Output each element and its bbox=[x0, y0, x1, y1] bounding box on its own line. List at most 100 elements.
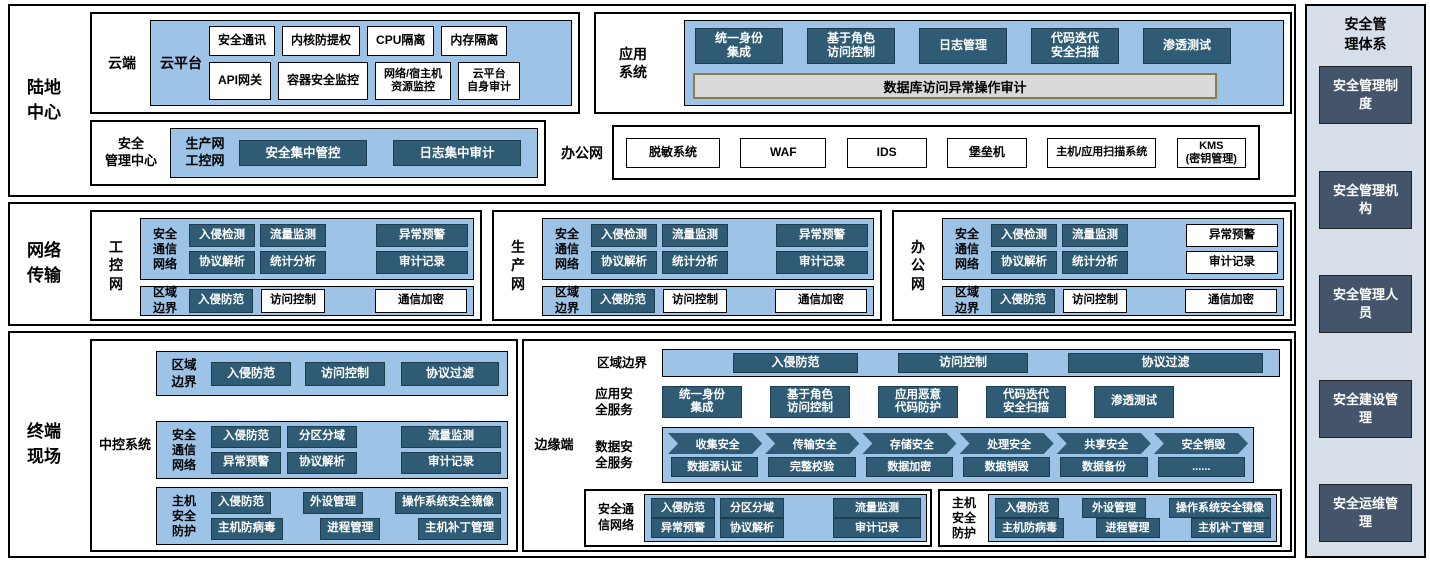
boundary-capability-pill: 入侵防范 bbox=[591, 289, 655, 313]
comm-capability-pill: 协议解析 bbox=[189, 251, 255, 274]
boundary-capability-pill: 入侵防范 bbox=[189, 289, 253, 313]
data-capability-pill: 数据销毁 bbox=[962, 457, 1051, 477]
app-security-pill: 渗透测试 bbox=[1094, 386, 1174, 418]
comm-capability-grid: 入侵防范分区分域流量监测 异常预警协议解析审计记录 bbox=[651, 498, 921, 538]
platform-capability-box: API网关 bbox=[209, 62, 272, 100]
sidebar-item-list: 安全管理制度安全管理机构安全管理人员安全建设管理安全运维管理 bbox=[1319, 66, 1412, 542]
app-security-pill: 基于角色 访问控制 bbox=[770, 386, 850, 418]
boundary-row: 入侵防范访问控制通信加密 bbox=[991, 289, 1277, 313]
app-security-pill: 统一身份 集成 bbox=[695, 28, 783, 64]
data-flow-step: 共享安全 bbox=[1057, 433, 1151, 454]
platform-capability-box: 云平台 自身审计 bbox=[458, 62, 521, 100]
comm-capability-pill: 异常预警 bbox=[776, 224, 868, 247]
host-capability-pill: 外设管理 bbox=[303, 492, 363, 514]
host-capability-pill: 外设管理 bbox=[1082, 498, 1146, 518]
data-capability-row: 数据源认证完整校验数据加密数据销毁数据备份...... bbox=[671, 457, 1245, 477]
app-security-pill: 渗透测试 bbox=[1143, 28, 1231, 64]
comm-capability-pill: 入侵检测 bbox=[591, 224, 657, 247]
comm-capability-pill: 异常预警 bbox=[651, 518, 715, 538]
boundary-capability-pill: 访问控制 bbox=[898, 353, 1028, 373]
app-security-service-label: 应用安 全服务 bbox=[595, 386, 633, 417]
comm-capability-grid: 入侵防范分区分域流量监测 异常预警协议解析审计记录 bbox=[211, 426, 501, 474]
data-flow-step: 传输安全 bbox=[765, 433, 859, 454]
central-host-protection-panel: 主机 安全 防护 入侵防范 外设管理 操作系统安全镜像 主机防病毒进程管理主机补丁管… bbox=[156, 487, 508, 545]
boundary-capability-pill: 通信加密 bbox=[375, 289, 467, 313]
security-mgmt-center-label: 安全 管理中心 bbox=[104, 136, 157, 168]
comm-capability-pill: 异常预警 bbox=[1186, 224, 1278, 247]
mgmt-system-item: 安全建设管理 bbox=[1319, 379, 1412, 438]
platform-capability-box: 内存隔离 bbox=[441, 26, 508, 56]
data-flow-step: 安全销毁 bbox=[1154, 433, 1248, 454]
host-protection-label: 主机 安全 防护 bbox=[171, 493, 196, 538]
office-system-box: 主机/应用扫描系统 bbox=[1047, 137, 1157, 168]
network-section-production: 生 产 网 安全 通信 网络 入侵检测流量监测异常预警 协议解析统计分析审计记录… bbox=[492, 210, 882, 321]
host-row-2: 主机防病毒进程管理主机补丁管理 bbox=[211, 518, 501, 540]
application-system-box: 应用 系统 统一身份 集成基于角色 访问控制日志管理代码迭代 安全扫描渗透测试 … bbox=[594, 12, 1292, 114]
comm-capability-pill: 异常预警 bbox=[211, 452, 281, 474]
comm-row-2: 异常预警协议解析审计记录 bbox=[211, 452, 501, 474]
prod-industrial-net-panel: 生产网 工控网 安全集中管控日志集中审计 bbox=[170, 128, 538, 178]
edge-zone-boundary-panel: 入侵防范访问控制协议过滤 bbox=[662, 349, 1280, 377]
comm-row-1: 入侵检测流量监测异常预警 bbox=[189, 224, 468, 247]
comm-capability-pill: 统计分析 bbox=[1062, 251, 1128, 274]
comm-row-1: 入侵检测流量监测异常预警 bbox=[591, 224, 868, 247]
secure-comm-network-label: 安全 通信 网络 bbox=[171, 427, 196, 472]
office-system-box: WAF bbox=[740, 137, 827, 168]
boundary-capability-pill: 协议过滤 bbox=[401, 361, 499, 386]
edge-comm-network-box: 安全通 信网络 入侵防范分区分域流量监测 异常预警协议解析审计记录 bbox=[584, 489, 932, 547]
comm-capability-pill: 审计记录 bbox=[401, 452, 501, 474]
zone-boundary-label: 区域 边界 bbox=[954, 285, 979, 315]
platform-capability-box: 内核防提权 bbox=[282, 26, 361, 56]
prod-net-buttons: 安全集中管控日志集中审计 bbox=[239, 129, 531, 177]
comm-capability-pill: 协议解析 bbox=[720, 518, 784, 538]
host-capability-pill: 入侵防范 bbox=[211, 492, 271, 514]
data-security-service-panel: 收集安全传输安全存储安全处理安全共享安全安全销毁 数据源认证完整校验数据加密数据… bbox=[662, 427, 1254, 483]
boundary-row: 入侵防范访问控制 通信加密 bbox=[189, 289, 467, 313]
app-security-pill: 统一身份 集成 bbox=[662, 386, 742, 418]
secure-comm-network-label: 安全 通信 网络 bbox=[152, 226, 177, 271]
comm-capability-pill: 入侵检测 bbox=[189, 224, 255, 247]
application-system-panel: 统一身份 集成基于角色 访问控制日志管理代码迭代 安全扫描渗透测试 数据库访问异… bbox=[684, 20, 1284, 106]
host-protection-label: 主机 安全 防护 bbox=[951, 495, 976, 540]
comm-capability-pill: 审计记录 bbox=[776, 251, 868, 274]
host-capability-pill: 进程管理 bbox=[320, 518, 381, 540]
network-section-label: 工 控 网 bbox=[109, 239, 123, 292]
platform-capability-row-2: API网关容器安全监控网络/宿主机 资源监控云平台 自身审计 bbox=[209, 62, 566, 100]
boundary-capability-pill: 访问控制 bbox=[261, 289, 325, 313]
network-section-label: 生 产 网 bbox=[511, 239, 525, 292]
app-security-pill: 代码迭代 安全扫描 bbox=[1031, 28, 1119, 64]
zone-boundary-label: 区域边界 bbox=[596, 355, 647, 370]
boundary-capability-pill: 入侵防范 bbox=[991, 289, 1055, 313]
band-label-terminal: 终端 现场 bbox=[27, 421, 61, 466]
data-flow-step: 收集安全 bbox=[668, 433, 762, 454]
comm-capability-pill: 协议解析 bbox=[591, 251, 657, 274]
secure-comm-network-label: 安全通 信网络 bbox=[597, 502, 634, 532]
edge-label: 边缘端 bbox=[534, 437, 574, 453]
data-flow-step: 存储安全 bbox=[862, 433, 956, 454]
data-capability-pill: ...... bbox=[1157, 457, 1245, 477]
mgmt-system-item: 安全管理机构 bbox=[1319, 170, 1412, 229]
zone-boundary-label: 区域 边界 bbox=[152, 285, 177, 315]
host-capability-pill: 进程管理 bbox=[1095, 518, 1160, 538]
comm-row-1: 入侵防范分区分域流量监测 bbox=[211, 426, 501, 448]
band-terminal-site: 终端 现场 中控系统 区域 边界 入侵防范访问控制协议过滤 安全 通信 网络 入… bbox=[8, 331, 1296, 558]
comm-capability-grid: 入侵检测流量监测异常预警 协议解析统计分析审计记录 bbox=[189, 224, 468, 274]
band-label-land-center: 陆地 中心 bbox=[27, 77, 61, 122]
boundary-row: 入侵防范访问控制协议过滤 bbox=[733, 352, 1263, 374]
comm-capability-pill: 协议解析 bbox=[991, 251, 1057, 274]
comm-capability-pill: 入侵检测 bbox=[991, 224, 1057, 247]
sidebar-title: 安全管 理体系 bbox=[1344, 16, 1387, 53]
network-section-label: 办 公 网 bbox=[911, 239, 925, 292]
smc-capability-pill: 日志集中审计 bbox=[393, 140, 521, 166]
host-capability-pill: 操作系统安全镜像 bbox=[395, 492, 501, 514]
security-mgmt-system-sidebar: 安全管 理体系 安全管理制度安全管理机构安全管理人员安全建设管理安全运维管理 bbox=[1305, 4, 1426, 558]
boundary-capability-pill: 访问控制 bbox=[663, 289, 727, 313]
app-security-pill: 代码迭代 安全扫描 bbox=[986, 386, 1066, 418]
zone-boundary-panel: 区域 边界 入侵防范访问控制通信加密 bbox=[942, 285, 1284, 316]
data-capability-pill: 数据备份 bbox=[1060, 457, 1148, 477]
